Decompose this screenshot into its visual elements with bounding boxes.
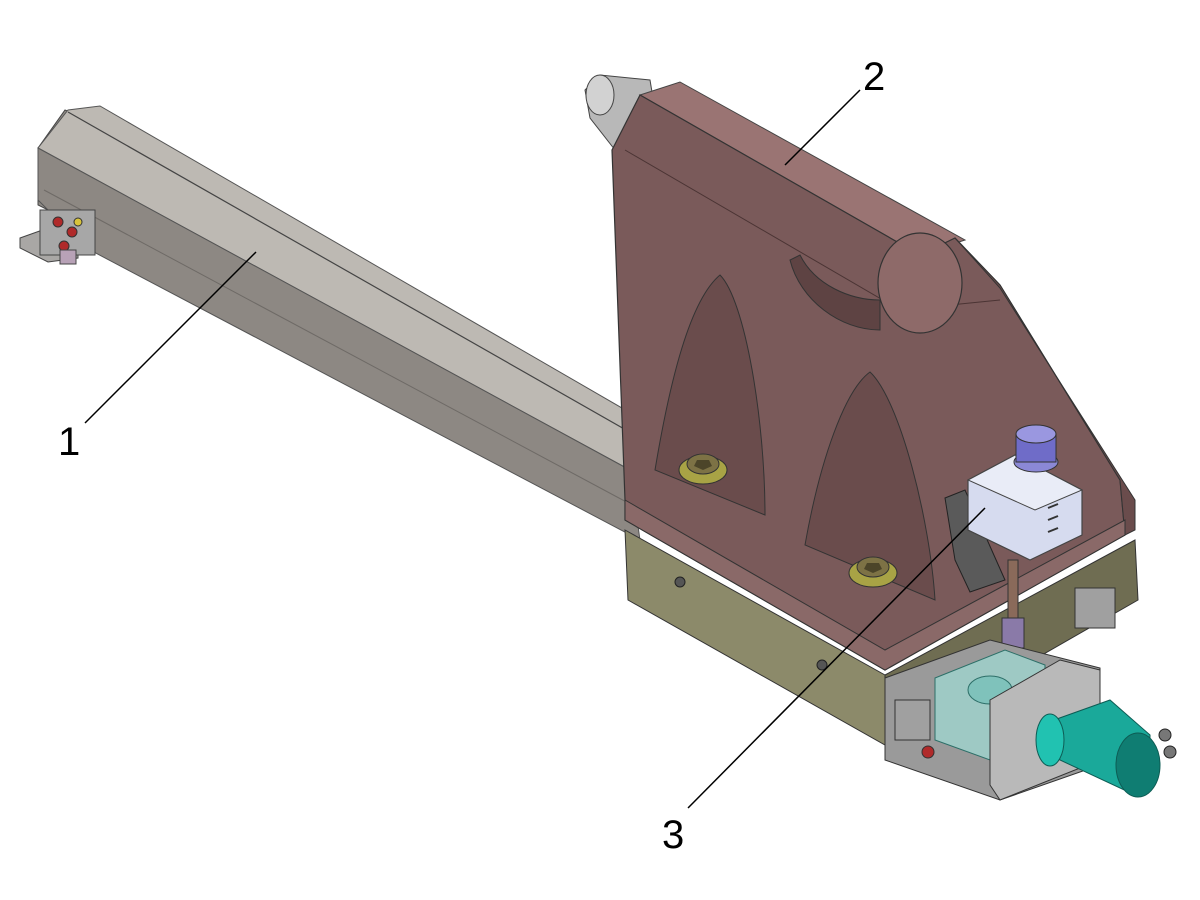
beam-edge-line xyxy=(67,111,641,439)
red-plug-icon xyxy=(66,226,78,238)
bolt-head-icon xyxy=(678,453,728,485)
lubricator-cap-top xyxy=(1015,424,1057,444)
plate-screw-icon xyxy=(816,659,828,671)
lubricator-unit xyxy=(944,424,1084,649)
motor-endcap xyxy=(1115,732,1161,798)
callout-label-3: 3 xyxy=(662,813,684,857)
lubricator-mark xyxy=(1047,527,1059,533)
beam-edge-line-2 xyxy=(43,189,633,506)
beam-connector xyxy=(59,249,77,265)
lubricator-mark xyxy=(1047,503,1059,509)
red-plug-icon xyxy=(921,745,935,759)
beam-side-face xyxy=(37,147,641,541)
housing-pocket-left xyxy=(654,274,766,516)
lubricator-top xyxy=(966,454,1084,511)
housing-side-face xyxy=(954,237,1136,536)
beam-top-face xyxy=(37,105,661,471)
drive-unit xyxy=(884,587,1177,801)
callout-label-2: 2 xyxy=(863,55,885,99)
housing-pocket-middle xyxy=(804,371,936,601)
bolt-head-icon xyxy=(848,556,898,588)
leader-line-3 xyxy=(687,507,986,809)
housing-lip xyxy=(624,499,1126,671)
housing-bore xyxy=(877,232,963,334)
leader-line-2 xyxy=(784,89,861,166)
yellow-plug-icon xyxy=(73,217,83,227)
rail-beam xyxy=(19,105,661,541)
housing-groove xyxy=(789,254,881,331)
leader-lines xyxy=(84,89,986,809)
lubricator-bracket xyxy=(944,489,1006,593)
red-plug-icon xyxy=(52,216,64,228)
motor-front xyxy=(1035,713,1065,767)
drive-bracket-right xyxy=(1074,587,1116,629)
lubricator-mark xyxy=(1047,515,1059,521)
leader-line-1 xyxy=(84,251,257,424)
cone-tip xyxy=(585,74,615,116)
motor-plug-icon xyxy=(1163,745,1177,759)
lubricator-tube xyxy=(1007,559,1019,621)
drive-bracket-left xyxy=(894,699,931,741)
motor-plug-icon xyxy=(1158,728,1172,742)
callout-label-1: 1 xyxy=(58,420,80,464)
plate-screw-icon xyxy=(674,576,686,588)
